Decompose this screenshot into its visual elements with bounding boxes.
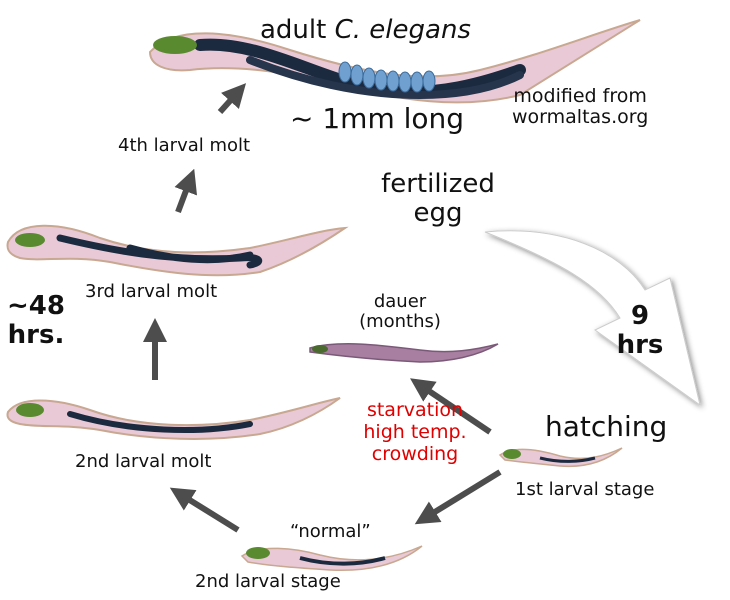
egg-line1: fertilized: [381, 169, 495, 199]
eggs: [338, 61, 436, 93]
dauer-label: dauer (months): [350, 292, 450, 332]
egg-line2: egg: [413, 197, 463, 228]
arrow-to-dauer: [410, 378, 492, 435]
adult-title: adult C. elegans: [260, 16, 471, 45]
egg-duration: 9 hrs: [615, 302, 665, 359]
arrow-to-second-molt: [169, 487, 240, 533]
trigger-crowding: crowding: [371, 442, 459, 465]
dauer-line2: (months): [359, 310, 441, 332]
size-label: ~ 1mm long: [290, 102, 465, 135]
egg-duration-line2: hrs: [616, 329, 664, 360]
second-stage-label: 2nd larval stage: [195, 571, 341, 592]
credit-line2: wormaltas.org: [512, 105, 649, 128]
third-molt-label: 3rd larval molt: [85, 281, 218, 302]
credit-line1: modified from: [513, 85, 647, 107]
fertilized-egg-label: fertilized egg: [372, 170, 504, 227]
adult-title-prefix: adult: [260, 15, 335, 45]
third-larval-worm: [6, 224, 349, 277]
species-name: C. elegans: [334, 15, 471, 45]
fourth-molt-label: 4th larval molt: [118, 135, 251, 156]
first-stage-label: 1st larval stage: [515, 479, 655, 500]
normal-label: “normal”: [290, 521, 371, 542]
second-molt-worm: [6, 397, 341, 440]
larval-duration-line1: ~48: [7, 291, 65, 321]
adult-worm: [148, 19, 641, 104]
egg-to-hatching-arrow: [484, 230, 701, 407]
hatching-label: hatching: [545, 410, 668, 443]
adult-head: [153, 36, 197, 54]
trigger-starvation: starvation: [366, 399, 464, 421]
second-stage-worm: [240, 545, 423, 572]
credit: modified from wormaltas.org: [512, 86, 648, 128]
dauer-worm: [309, 343, 499, 363]
first-larval-worm: [498, 447, 623, 468]
arrow-to-second-stage: [414, 469, 502, 525]
dauer-line1: dauer: [373, 291, 427, 312]
trigger-high-temp: high temp.: [363, 420, 467, 443]
second-molt-label: 2nd larval molt: [75, 451, 212, 472]
arrow-to-adult: [217, 83, 247, 115]
arrow-to-fourth-molt: [174, 168, 198, 214]
egg-duration-line1: 9: [630, 301, 650, 331]
larval-duration: ~48 hrs.: [6, 292, 66, 349]
dauer-triggers: starvation high temp. crowding: [350, 399, 480, 466]
larval-duration-line2: hrs.: [7, 319, 65, 350]
